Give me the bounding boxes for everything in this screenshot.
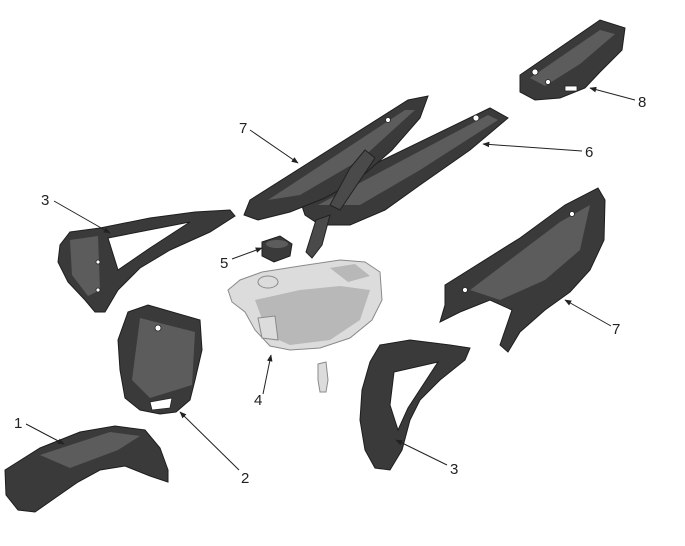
callout-2: 2 (241, 470, 249, 487)
part-radiator-shroud-right (359, 339, 471, 471)
leader-5 (231, 247, 263, 260)
callout-7-upper: 7 (239, 120, 247, 137)
leader-2 (179, 411, 240, 471)
callout-3-left: 3 (41, 192, 49, 209)
part-radiator-shroud-left (57, 209, 236, 313)
leader-6 (482, 141, 583, 152)
callout-7-lower: 7 (612, 321, 620, 338)
part-front-number-plate (117, 304, 203, 415)
part-seat-rail (299, 107, 509, 259)
callout-leaders (25, 86, 636, 471)
callout-6: 6 (585, 144, 593, 161)
callout-1: 1 (14, 415, 22, 432)
callout-5: 5 (220, 255, 228, 272)
leader-1 (25, 423, 65, 445)
callout-4: 4 (254, 392, 262, 409)
part-side-panel-lower (439, 187, 606, 353)
part-side-panel-upper (243, 95, 429, 221)
part-rear-tail-section (519, 19, 626, 101)
callout-8: 8 (638, 94, 646, 111)
leader-3a (53, 200, 111, 234)
leader-7a (249, 129, 299, 164)
part-front-fender (4, 425, 169, 513)
callout-labels: 1 2 3 3 4 5 6 7 7 8 (14, 94, 646, 487)
leader-3b (395, 439, 448, 466)
callout-3-right: 3 (450, 461, 458, 478)
part-fuel-cap (261, 235, 293, 263)
leader-8 (589, 86, 636, 101)
part-fuel-tank (227, 259, 383, 393)
leader-4 (262, 354, 273, 395)
leader-7b (564, 299, 612, 327)
